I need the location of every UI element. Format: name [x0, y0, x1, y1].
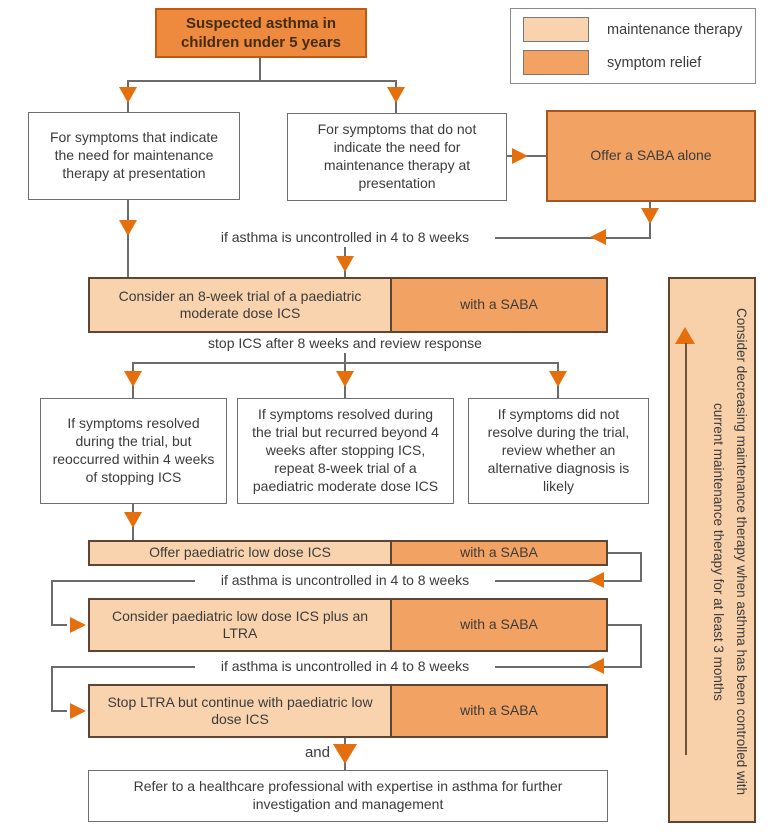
- arrow-down-icon: [333, 744, 357, 764]
- connector-line: [495, 666, 642, 668]
- ics-plus-ltra-text: Consider paediatric low dose ICS plus an…: [90, 600, 392, 650]
- trial-ics-text: Consider an 8-week trial of a paediatric…: [90, 279, 392, 331]
- arrow-down-icon: [124, 512, 142, 528]
- arrow-down-icon: [336, 371, 354, 387]
- low-dose-ics-node: Offer paediatric low dose ICS with a SAB…: [88, 540, 608, 566]
- not-resolved-node: If symptoms did not resolve during the t…: [468, 398, 649, 504]
- uncontrolled-label-2: if asthma is uncontrolled in 4 to 8 week…: [195, 570, 495, 590]
- connector-line: [52, 580, 195, 582]
- arrow-down-icon: [641, 208, 659, 224]
- uncontrolled-label-3: if asthma is uncontrolled in 4 to 8 week…: [195, 656, 495, 676]
- connector-line: [51, 624, 67, 626]
- low-dose-ics-text: Offer paediatric low dose ICS: [90, 542, 392, 564]
- not-indicate-node: For symptoms that do not indicate the ne…: [287, 113, 507, 201]
- arrow-down-icon: [124, 371, 142, 387]
- relief-swatch: [523, 50, 589, 75]
- resolved-early-node: If symptoms resolved during the trial, b…: [40, 398, 227, 504]
- arrow-right-icon: [70, 617, 86, 633]
- trial-ics-node: Consider an 8-week trial of a paediatric…: [88, 277, 608, 333]
- maintenance-note-panel: Consider decreasing maintenance therapy …: [668, 277, 756, 823]
- arrow-up-icon: [675, 327, 695, 344]
- with-saba-text: with a SABA: [392, 542, 606, 564]
- maintenance-swatch: [523, 17, 589, 42]
- arrow-right-icon: [512, 148, 528, 164]
- stop-ics-label: stop ICS after 8 weeks and review respon…: [160, 333, 530, 353]
- connector-line: [127, 80, 397, 82]
- uncontrolled-label-1: if asthma is uncontrolled in 4 to 8 week…: [195, 227, 495, 247]
- legend-label: maintenance therapy: [607, 21, 743, 38]
- connector-line: [495, 580, 642, 582]
- connector-line: [640, 624, 642, 668]
- connector-line: [51, 666, 53, 712]
- with-saba-text: with a SABA: [392, 686, 606, 736]
- indicate-node: For symptoms that indicate the need for …: [28, 112, 240, 200]
- arrow-down-icon: [336, 256, 354, 272]
- refer-node: Refer to a healthcare professional with …: [88, 770, 608, 822]
- arrow-down-icon: [119, 220, 137, 236]
- arrow-right-icon: [70, 703, 86, 719]
- start-node: Suspected asthma in children under 5 yea…: [155, 8, 367, 58]
- legend-row-maintenance: maintenance therapy: [523, 17, 743, 42]
- legend-row-relief: symptom relief: [523, 50, 743, 75]
- stop-ltra-text: Stop LTRA but continue with paediatric l…: [90, 686, 392, 736]
- maintenance-note-text: Consider decreasing maintenance therapy …: [711, 308, 749, 796]
- connector-line: [640, 552, 642, 582]
- stop-ltra-node: Stop LTRA but continue with paediatric l…: [88, 684, 608, 738]
- with-saba-text: with a SABA: [392, 279, 606, 331]
- connector-line: [608, 552, 642, 554]
- connector-line: [51, 580, 53, 626]
- arrow-down-icon: [387, 87, 405, 103]
- connector-line: [608, 624, 642, 626]
- connector-line: [127, 200, 129, 277]
- and-label: and: [250, 742, 330, 762]
- saba-alone-node: Offer a SABA alone: [546, 110, 756, 202]
- arrow-left-icon: [588, 658, 604, 674]
- connector-line: [51, 710, 67, 712]
- legend-label: symptom relief: [607, 54, 702, 71]
- arrow-down-icon: [549, 371, 567, 387]
- ics-plus-ltra-node: Consider paediatric low dose ICS plus an…: [88, 598, 608, 652]
- with-saba-text: with a SABA: [392, 600, 606, 650]
- connector-line: [259, 58, 261, 82]
- arrow-left-icon: [590, 229, 606, 245]
- connector-line: [480, 237, 651, 239]
- legend: maintenance therapy symptom relief: [510, 8, 756, 84]
- arrow-left-icon: [588, 572, 604, 588]
- resolved-late-node: If symptoms resolved during the trial bu…: [237, 398, 454, 504]
- arrow-down-icon: [119, 87, 137, 103]
- arrow-shaft: [685, 343, 687, 755]
- connector-line: [52, 666, 195, 668]
